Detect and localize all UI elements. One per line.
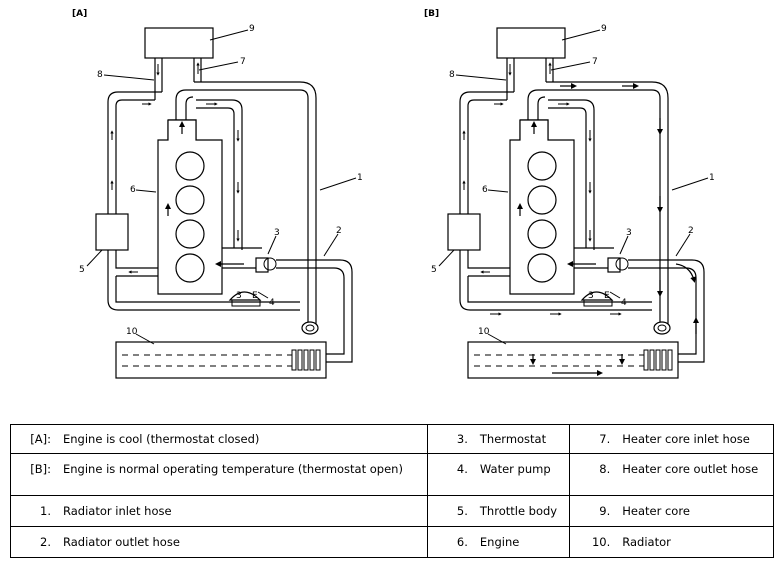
panel-b-normal: [B] — [424, 9, 715, 379]
callout-10: 10 — [126, 327, 138, 337]
panel-a-cool: [A] 9 7 8 1 2 3 4 5 6 10 — [72, 9, 363, 379]
flow-arrows-a — [110, 62, 240, 274]
cooling-system-diagram: 3 E [A] — [72, 9, 715, 379]
legend-key: 9. — [569, 495, 617, 527]
callout-8: 8 — [97, 70, 103, 80]
callout-10-b: 10 — [478, 327, 490, 337]
callout-2-b: 2 — [688, 226, 694, 236]
callout-7: 7 — [240, 57, 246, 67]
legend-key: 7. — [569, 424, 617, 454]
legend-row: 1. Radiator inlet hose 5. Throttle body … — [10, 495, 775, 527]
callout-9-b: 9 — [601, 24, 607, 34]
callout-6: 6 — [130, 185, 136, 195]
legend-key: 10. — [569, 526, 617, 558]
legend-row: [B]: Engine is normal operating temperat… — [10, 453, 775, 496]
legend-key: [A]: — [10, 424, 57, 454]
callout-4: 4 — [269, 298, 275, 308]
callout-9: 9 — [249, 24, 255, 34]
legend-text: Radiator — [616, 526, 775, 558]
callout-3-b: 3 — [626, 228, 632, 238]
legend-key: 6. — [426, 526, 474, 558]
legend-text: Water pump — [473, 453, 571, 496]
legend-row: 2. Radiator outlet hose 6. Engine 10. Ra… — [10, 526, 775, 558]
legend-key: 8. — [569, 453, 617, 496]
legend-text: Heater core inlet hose — [616, 424, 775, 454]
legend-key: 5. — [426, 495, 474, 527]
legend-text: Engine is cool (thermostat closed) — [57, 424, 428, 454]
callout-4-b: 4 — [621, 298, 627, 308]
panel-a-label: [A] — [72, 9, 87, 19]
legend-text: Engine is normal operating temperature (… — [57, 453, 428, 496]
panel-b-label: [B] — [424, 9, 439, 19]
flow-arrows-b-large — [517, 83, 699, 376]
callout-6-b: 6 — [482, 185, 488, 195]
legend-key: 1. — [10, 495, 57, 527]
flow-arrows-b — [462, 62, 622, 316]
legend-key: [B]: — [10, 453, 57, 496]
callout-2: 2 — [336, 226, 342, 236]
legend-text: Engine — [473, 526, 571, 558]
legend-table: [A]: Engine is cool (thermostat closed) … — [10, 424, 775, 558]
legend-key: 3. — [426, 424, 474, 454]
legend-text: Throttle body — [473, 495, 571, 527]
legend-text: Radiator inlet hose — [57, 495, 428, 527]
legend-text: Thermostat — [473, 424, 571, 454]
legend-text: Radiator outlet hose — [57, 526, 428, 558]
legend-text: Heater core outlet hose — [616, 453, 775, 496]
callout-8-b: 8 — [449, 70, 455, 80]
flow-arrows-a-large — [165, 121, 244, 267]
legend-text: Heater core — [616, 495, 775, 527]
callout-7-b: 7 — [592, 57, 598, 67]
legend-key: 4. — [426, 453, 474, 496]
legend-key: 2. — [10, 526, 57, 558]
callout-1-b: 1 — [709, 173, 715, 183]
callout-1: 1 — [357, 173, 363, 183]
callout-3: 3 — [274, 228, 280, 238]
callout-5-b: 5 — [431, 265, 437, 275]
legend-row: [A]: Engine is cool (thermostat closed) … — [10, 424, 775, 454]
callout-5: 5 — [79, 265, 85, 275]
